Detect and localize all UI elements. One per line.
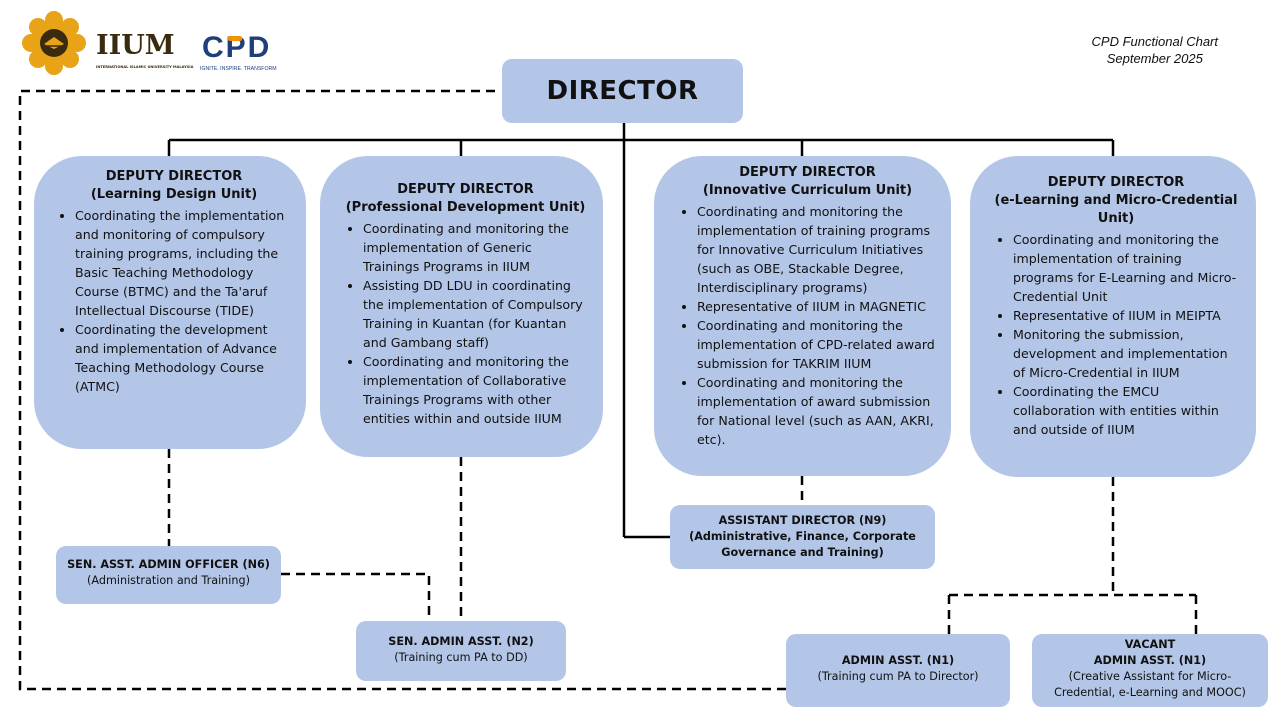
staff-role: (Creative Assistant for Micro-Credential… xyxy=(1054,670,1246,699)
deputy-title: DEPUTY DIRECTOR xyxy=(1047,175,1185,190)
chart-caption: CPD Functional Chart September 2025 xyxy=(1092,33,1218,67)
staff-title: SEN. ADMIN ASST. (N2) xyxy=(388,635,534,648)
staff-role: (Administrative, Finance, Corporate Gove… xyxy=(689,530,916,559)
duty-item: Coordinating and monitoring the implemen… xyxy=(1013,230,1238,306)
duty-item: Representative of IIUM in MAGNETIC xyxy=(697,297,937,316)
director-box: DIRECTOR xyxy=(502,59,743,123)
vacant-admin-asst-box: VACANT ADMIN ASST. (N1) (Creative Assist… xyxy=(1032,634,1268,707)
deputy-director-innovative-curriculum-box: DEPUTY DIRECTOR (Innovative Curriculum U… xyxy=(654,156,951,476)
deputy-title: DEPUTY DIRECTOR xyxy=(739,165,876,180)
duty-item: Coordinating and monitoring the implemen… xyxy=(363,352,587,428)
duty-item: Monitoring the submission, development a… xyxy=(1013,325,1238,382)
sen-admin-asst-box: SEN. ADMIN ASST. (N2) (Training cum PA t… xyxy=(356,621,566,681)
iium-logo: IIUM INTERNATIONAL ISLAMIC UNIVERSITY MA… xyxy=(16,10,196,76)
chart-caption-title: CPD Functional Chart xyxy=(1091,34,1218,49)
director-title: DIRECTOR xyxy=(546,76,699,106)
deputy-unit: (Innovative Curriculum Unit) xyxy=(702,183,913,198)
duty-item: Coordinating and monitoring the implemen… xyxy=(363,219,587,276)
cpd-tagline: IGNITE. INSPIRE. TRANSFORM xyxy=(200,66,277,72)
officer-to-sen-admin-dashed-line xyxy=(281,572,431,621)
duty-item: Coordinating and monitoring the implemen… xyxy=(697,373,937,449)
iium-wordmark: IIUM xyxy=(96,30,175,61)
sen-asst-admin-officer-box: SEN. ASST. ADMIN OFFICER (N6) (Administr… xyxy=(56,546,281,604)
duty-list: Coordinating and monitoring the implemen… xyxy=(994,230,1238,439)
staff-role: (Training cum PA to DD) xyxy=(394,651,528,664)
cpd-logo: CPD IGNITE. INSPIRE. TRANSFORM xyxy=(200,33,290,77)
deputy-director-professional-development-box: DEPUTY DIRECTOR (Professional Developmen… xyxy=(320,156,603,457)
cpd-accent-mark xyxy=(228,36,242,41)
deputy-title: DEPUTY DIRECTOR xyxy=(397,182,534,197)
duty-item: Coordinating the EMCU collaboration with… xyxy=(1013,382,1238,439)
duty-item: Assisting DD LDU in coordinating the imp… xyxy=(363,276,587,352)
deputy-director-elearning-microcredential-box: DEPUTY DIRECTOR (e-Learning and Micro-Cr… xyxy=(970,156,1256,477)
iium-crest-icon xyxy=(22,11,86,75)
iium-subtitle: INTERNATIONAL ISLAMIC UNIVERSITY MALAYSI… xyxy=(96,65,194,69)
staff-role: (Administration and Training) xyxy=(87,574,250,587)
staff-title: SEN. ASST. ADMIN OFFICER (N6) xyxy=(67,558,270,571)
admin-asst-box: ADMIN ASST. (N1) (Training cum PA to Dir… xyxy=(786,634,1010,707)
director-admin-asst-dashed-line xyxy=(18,89,788,691)
staff-role: (Training cum PA to Director) xyxy=(817,670,979,683)
duty-item: Representative of IIUM in MEIPTA xyxy=(1013,306,1238,325)
duty-item: Coordinating the implementation and moni… xyxy=(75,206,292,320)
duty-list: Coordinating and monitoring the implemen… xyxy=(678,202,937,449)
staff-title: ASSISTANT DIRECTOR (N9) xyxy=(718,514,887,527)
duty-item: Coordinating the development and impleme… xyxy=(75,320,292,396)
deputy-unit: (e-Learning and Micro-Credential Unit) xyxy=(994,193,1238,226)
assistant-director-box: ASSISTANT DIRECTOR (N9) (Administrative,… xyxy=(670,505,935,569)
deputy-title: DEPUTY DIRECTOR xyxy=(105,169,243,184)
duty-item: Coordinating and monitoring the implemen… xyxy=(697,316,937,373)
chart-caption-date: September 2025 xyxy=(1106,51,1203,66)
deputy-unit: (Professional Development Unit) xyxy=(345,200,586,215)
deputy-director-learning-design-box: DEPUTY DIRECTOR (Learning Design Unit) C… xyxy=(34,156,306,449)
duty-list: Coordinating the implementation and moni… xyxy=(56,206,292,396)
deputy-unit: (Learning Design Unit) xyxy=(90,187,258,202)
duty-list: Coordinating and monitoring the implemen… xyxy=(344,219,587,428)
duty-item: Coordinating and monitoring the implemen… xyxy=(697,202,937,297)
staff-title: ADMIN ASST. (N1) xyxy=(1093,654,1207,667)
staff-title: ADMIN ASST. (N1) xyxy=(841,654,955,667)
vacancy-status: VACANT xyxy=(1124,638,1176,651)
